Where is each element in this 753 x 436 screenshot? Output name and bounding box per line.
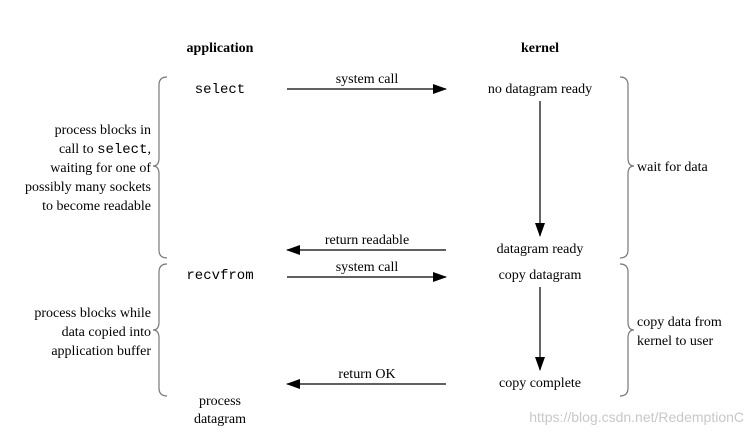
header-kernel: kernel — [521, 41, 559, 56]
note-phase1-line2-code: select — [97, 142, 147, 158]
note-phase1-line2-prefix: call to — [59, 142, 97, 157]
note-phase1-line1: process blocks in — [55, 123, 151, 138]
note-phase1-line2-suffix: , — [148, 142, 152, 157]
note-phase1-line3: waiting for one of — [50, 161, 151, 176]
state-datagram-ready: datagram ready — [497, 242, 584, 257]
note-phase1-line4: possibly many sockets — [25, 180, 151, 195]
process-datagram-line1: process — [199, 394, 241, 409]
note-phase1-line5: to become readable — [42, 199, 151, 214]
state-no-datagram-ready: no datagram ready — [488, 82, 592, 97]
recvfrom-call: recvfrom — [186, 268, 253, 284]
right-brace-phase1 — [619, 76, 635, 259]
state-copy-datagram: copy datagram — [499, 268, 582, 283]
note-copy-data-line2: kernel to user — [637, 334, 714, 349]
note-wait-for-data: wait for data — [637, 160, 709, 175]
header-application: application — [187, 41, 254, 56]
note-phase1-line2: call to select, — [59, 142, 151, 158]
label-return-ok: return OK — [338, 367, 395, 382]
note-copy-data-line1: copy data from — [637, 315, 722, 330]
select-call: select — [195, 82, 245, 98]
right-brace-phase2 — [619, 263, 635, 397]
note-phase2-line3: application buffer — [51, 344, 151, 359]
state-copy-complete: copy complete — [499, 376, 581, 391]
note-phase2-line1: process blocks while — [34, 306, 151, 321]
note-phase2-line2: data copied into — [62, 325, 151, 340]
label-system-call-1: system call — [336, 72, 399, 87]
label-return-readable: return readable — [325, 233, 409, 248]
left-brace-phase1 — [152, 76, 168, 259]
process-datagram-line2: datagram — [194, 412, 246, 427]
label-system-call-2: system call — [336, 260, 399, 275]
left-brace-phase2 — [152, 263, 168, 397]
watermark: https://blog.csdn.net/RedemptionC — [529, 409, 744, 425]
